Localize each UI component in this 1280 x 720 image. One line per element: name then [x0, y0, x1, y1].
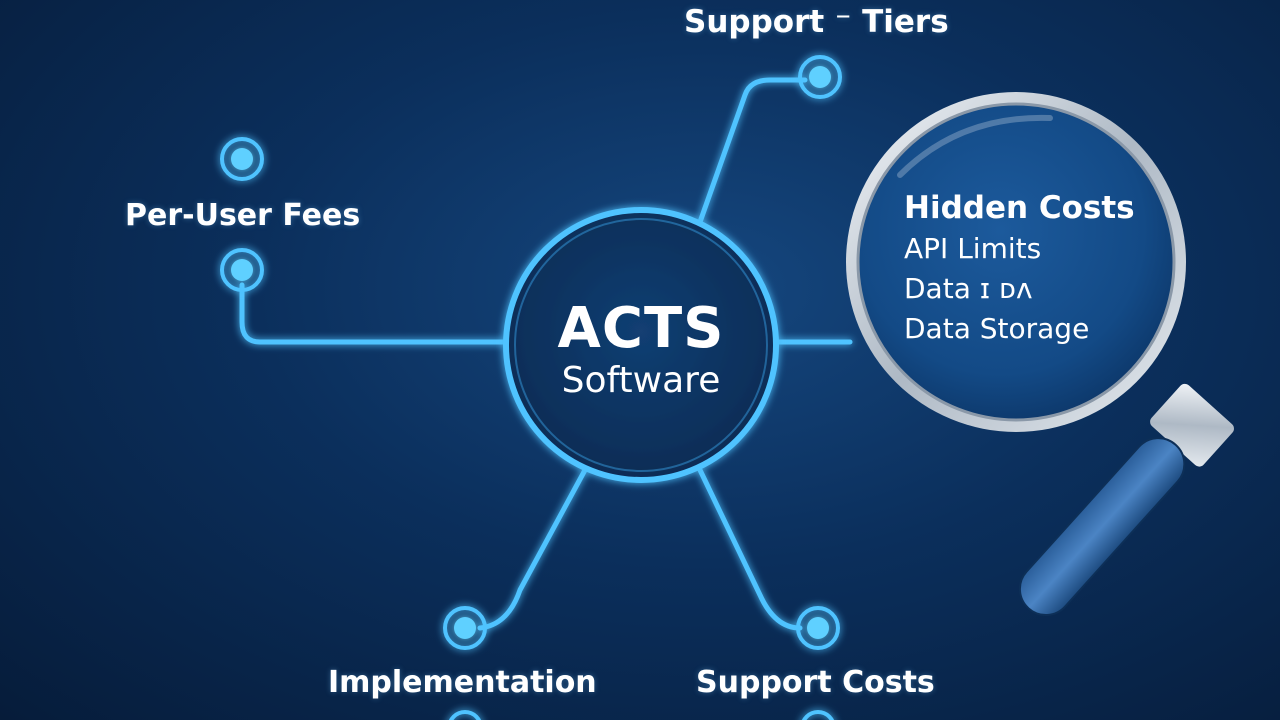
magnifier-icon [846, 92, 1234, 616]
connector-bottom-left [477, 467, 588, 631]
node-dot-partial-left [448, 710, 482, 720]
node-label-support-costs: Support Costs [696, 665, 935, 700]
node-label-support-tiers: Support ⁻ Tiers [684, 4, 949, 40]
magnifier-item-data-storage: Data Storage [904, 312, 1090, 345]
node-dot-top [798, 55, 842, 99]
node-dot-bottom-left [443, 606, 487, 650]
magnifier-title: Hidden Costs [904, 190, 1135, 226]
hub-title: ACTS [557, 296, 725, 361]
node-label-implementation: Implementation [328, 665, 597, 700]
node-label-per-user-fees: Per-User Fees [125, 198, 361, 233]
connector-top [697, 77, 808, 225]
node-dot-left [220, 248, 264, 292]
node-dot-partial-right [801, 710, 835, 720]
connector-bottom-right [697, 467, 803, 631]
node-dot-upper-left [220, 137, 264, 181]
hub-subtitle: Software [561, 360, 721, 401]
node-dot-bottom-right [796, 606, 840, 650]
connector-left [239, 282, 509, 345]
hub-circle [503, 207, 779, 483]
magnifier-item-api-limits: API Limits [904, 232, 1042, 265]
magnifier-item-data: Data ɪ ᴅʌ [904, 272, 1033, 305]
